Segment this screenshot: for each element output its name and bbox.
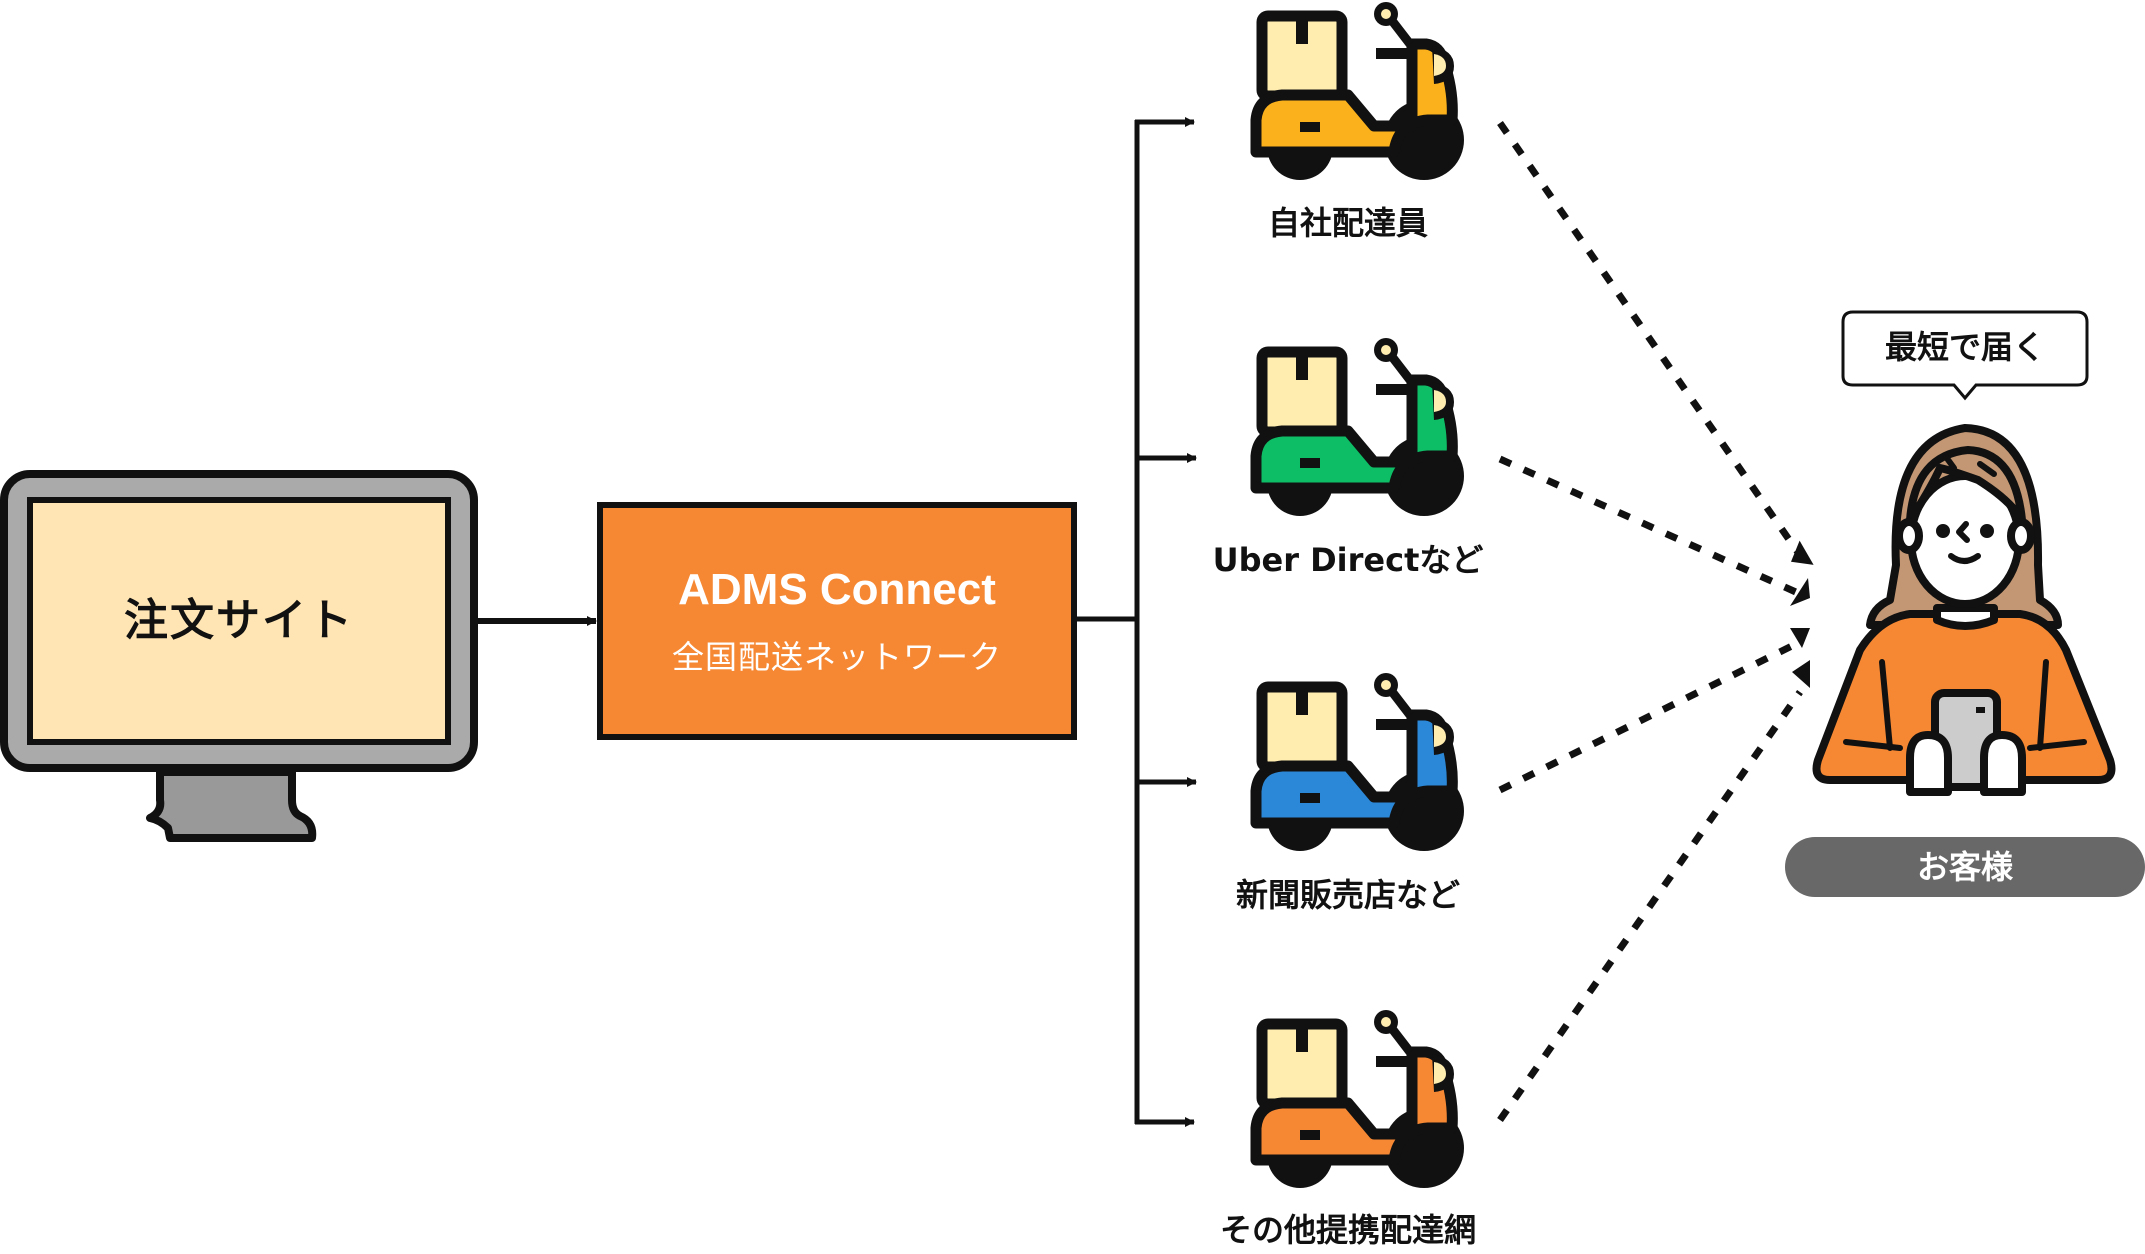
customer-with-phone-icon [1812,424,2116,796]
delivery-scooter-icon [1250,338,1464,516]
carrier-label-3: 新聞販売店など [1235,876,1460,914]
arrowhead-1 [1791,540,1814,565]
delivery-path-1 [1497,121,1809,566]
arrowhead-2 [1790,578,1810,606]
delivery-scooter-icon [1250,673,1464,851]
customer-label: お客様 [1916,848,2013,886]
delivery-path-2 [1498,455,1800,597]
arrowhead-4 [1792,660,1810,688]
hub-title: ADMS Connect [678,565,996,614]
delivery-path-3 [1498,639,1800,794]
source-label: 注文サイト [124,595,354,646]
arrowhead-3 [1790,628,1810,648]
delivery-scooter-icon [1250,1010,1464,1188]
hub-subtitle: 全国配送ネットワーク [671,638,1002,676]
carrier-label-4: その他提携配達網 [1219,1211,1476,1249]
delivery-scooter-icon [1250,2,1464,180]
monitor-icon [0,470,478,842]
speech-bubble [1841,310,2089,401]
speech-bubble-text: 最短で届く [1884,328,2045,366]
branch-connector [1077,120,1140,1124]
carrier-label-1: 自社配達員 [1267,204,1428,242]
hub-box [597,502,1077,740]
delivery-path-4 [1497,689,1803,1123]
carrier-label-2: Uber Directなど [1212,541,1484,579]
customer-label-pill [1785,837,2145,897]
